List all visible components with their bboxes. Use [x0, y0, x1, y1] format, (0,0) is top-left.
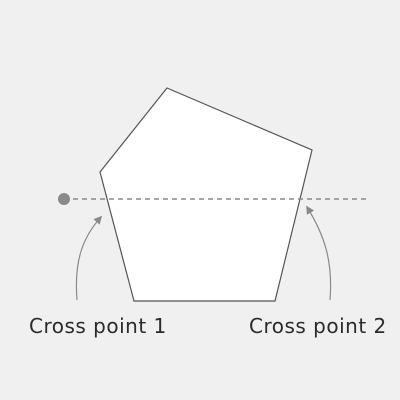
pentagon-shape [99, 87, 313, 302]
arrow-to-cross-point-1 [75, 215, 103, 301]
ray-origin-point [58, 193, 70, 205]
cross-point-2-label: Cross point 2 [249, 314, 387, 338]
cross-point-1-label: Cross point 1 [29, 314, 167, 338]
arrow-to-cross-point-2 [306, 205, 332, 301]
